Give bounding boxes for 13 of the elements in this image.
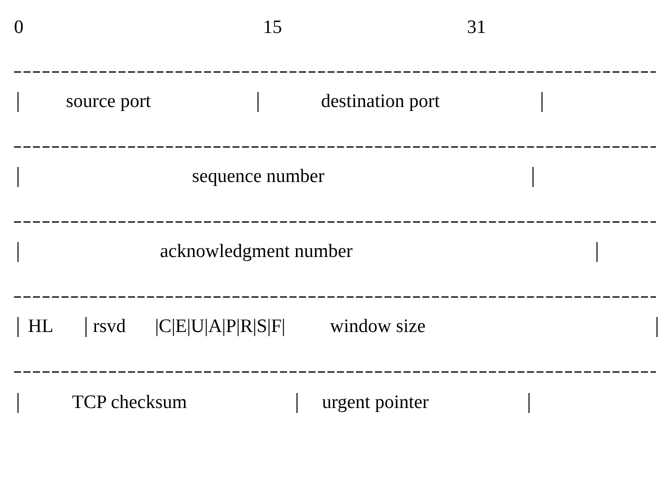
field-label: window size — [330, 316, 426, 338]
field-label: sequence number — [192, 166, 324, 188]
field-label: destination port — [321, 91, 440, 113]
field-label: rsvd — [93, 316, 126, 338]
bit-number: 0 — [14, 17, 24, 39]
field-label: HL — [28, 316, 54, 338]
field-label: TCP checksum — [72, 392, 187, 414]
field-label: source port — [66, 91, 151, 113]
bit-number: 31 — [467, 17, 486, 39]
field-label: acknowledgment number — [160, 241, 353, 263]
flag-labels: |C|E|U|A|P|R|S|F| — [155, 316, 286, 338]
bit-number: 15 — [263, 17, 282, 39]
field-label: urgent pointer — [322, 392, 429, 414]
